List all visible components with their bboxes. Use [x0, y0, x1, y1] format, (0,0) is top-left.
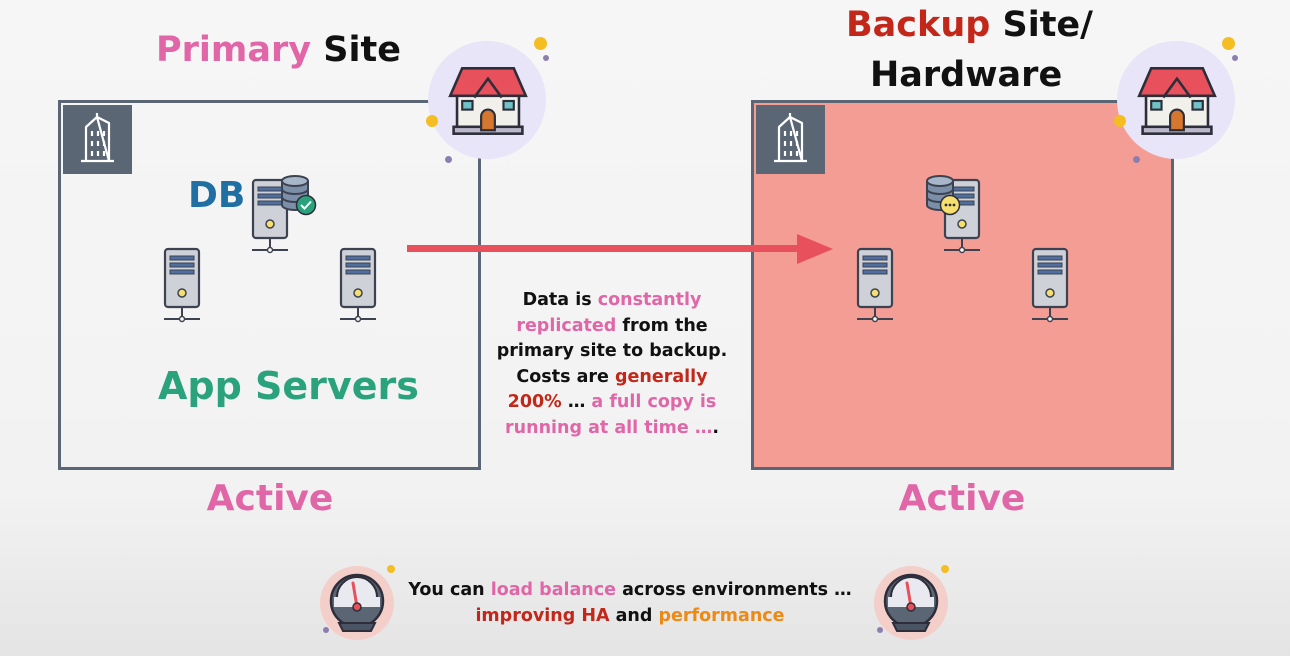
bottom-highlight: load balance: [490, 580, 617, 600]
desc-highlight: a full copy is running at all time …: [505, 392, 717, 438]
bottom-text: and: [609, 605, 659, 626]
primary-title-word1: Primary: [156, 30, 312, 70]
primary-status: Active: [206, 478, 334, 519]
bottom-highlight: improving HA: [475, 605, 610, 626]
bottom-text: across environments …: [616, 580, 852, 600]
bottom-note: You can load balance across environments…: [400, 578, 860, 629]
decor-dot: [543, 55, 549, 61]
desc-highlight: constantly replicated: [516, 290, 702, 336]
decor-dot: [426, 115, 438, 127]
house-icon: [1134, 58, 1220, 144]
decor-dot: [1232, 55, 1238, 61]
backup-title-word1: Backup: [846, 5, 991, 45]
backup-title-line2: Hardware: [870, 55, 1063, 95]
decor-dot: [877, 627, 883, 633]
gauge-icon: [317, 563, 397, 643]
server-icon: [338, 247, 378, 327]
bottom-highlight: performance: [658, 605, 785, 626]
building-icon: [756, 105, 825, 174]
decor-dot: [941, 565, 949, 573]
desc-text: …: [561, 392, 592, 412]
backup-site-box: [751, 100, 1174, 470]
bottom-note-line1: You can load balance across environments…: [400, 578, 860, 604]
gauge-icon: [871, 563, 951, 643]
pending-badge-icon: [939, 194, 961, 216]
desc-cost: generally 200%: [507, 366, 708, 413]
server-icon: [162, 247, 202, 327]
decor-dot: [1222, 37, 1235, 50]
decor-dot: [1114, 115, 1126, 127]
decor-dot: [1133, 156, 1140, 163]
primary-title-word2: Site: [323, 30, 401, 70]
backup-site-title: Backup Site/: [846, 0, 1093, 50]
check-badge-icon: [295, 194, 317, 216]
building-icon: [63, 105, 132, 174]
server-icon: [855, 247, 895, 327]
server-icon: [1030, 247, 1070, 327]
bottom-text: You can: [408, 580, 491, 600]
primary-site-title: Primary Site: [156, 25, 401, 75]
db-label: DB: [188, 175, 246, 216]
replication-description: Data is constantly replicated from the p…: [490, 288, 734, 441]
backup-title-word2: Site/: [1002, 5, 1093, 45]
desc-text: .: [712, 417, 719, 438]
bottom-note-line2: improving HA and performance: [400, 604, 860, 630]
primary-site-box: [58, 100, 481, 470]
arrow-icon: [407, 234, 833, 264]
decor-dot: [445, 156, 452, 163]
app-servers-label: App Servers: [158, 364, 419, 408]
decor-dot: [387, 565, 395, 573]
desc-text: Data is: [522, 290, 598, 310]
backup-status: Active: [898, 478, 1026, 519]
desc-text: from the primary site to backup. Costs a…: [496, 315, 728, 387]
decor-dot: [323, 627, 329, 633]
decor-dot: [534, 37, 547, 50]
house-icon: [445, 58, 531, 144]
